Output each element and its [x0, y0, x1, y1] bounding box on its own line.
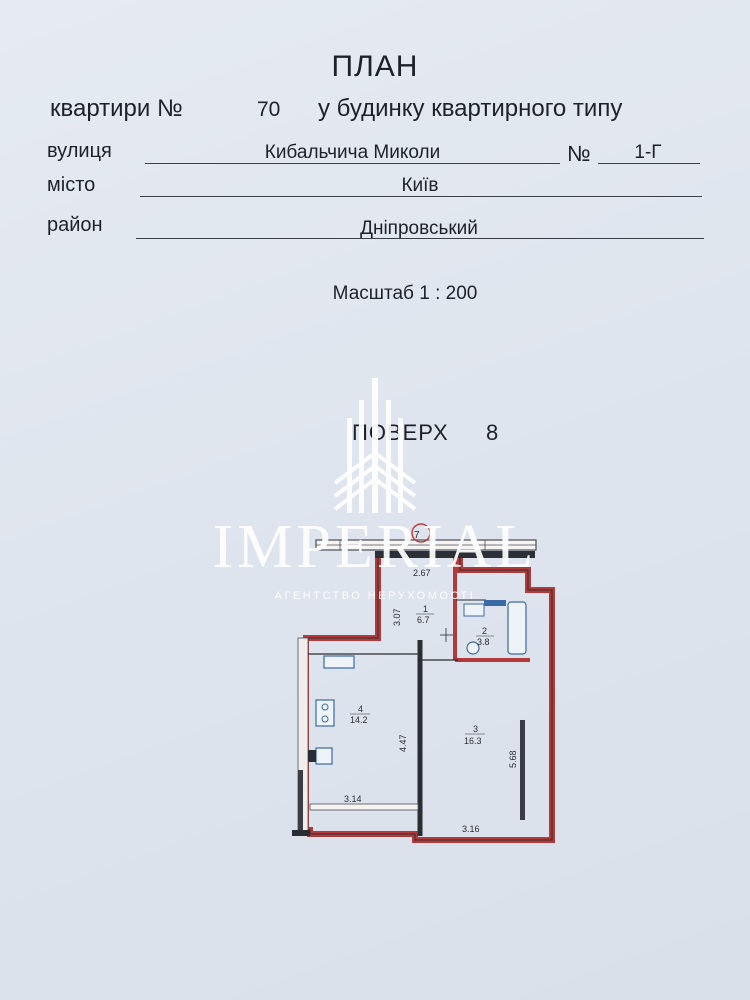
document-title: ПЛАН [331, 50, 419, 83]
street-label: вулиця [47, 140, 112, 162]
city-value: Київ [401, 175, 439, 196]
street-value: Кибальчича Миколи [264, 142, 441, 163]
marker-number: 7 [414, 530, 420, 541]
sink-icon [315, 747, 333, 765]
dim-kitchen-height: 4.47 [398, 734, 408, 752]
dim-hall-height: 3.07 [392, 608, 402, 626]
room-1-number: 1 [423, 604, 428, 614]
room-2-number: 2 [482, 626, 487, 636]
number-underline [598, 163, 700, 164]
watermark-logo-icon [333, 378, 417, 513]
district-label: район [47, 214, 103, 236]
building-type: у будинку квартирного типу [318, 95, 623, 122]
watermark-tagline: АГЕНТСТВО НЕРУХОМОСТІ [274, 590, 476, 602]
floor-number: 8 [486, 420, 500, 445]
room-3-number: 3 [473, 724, 478, 734]
dim-room-height: 5.68 [508, 750, 518, 768]
scale-text: Масштаб 1 : 200 [332, 283, 478, 304]
stove-icon [315, 699, 335, 727]
city-label: місто [47, 174, 96, 196]
floor-plan: 7 2.67 3.07 4.47 5.68 3.14 3.16 1 6.7 2 … [292, 523, 555, 843]
number-label: № [567, 141, 591, 166]
watermark-name: IMPERIAL [212, 513, 538, 581]
dim-room-width: 3.16 [462, 824, 480, 834]
street-underline [145, 163, 560, 164]
marker-circle [411, 523, 431, 543]
dim-kitchen-width: 3.14 [344, 794, 362, 804]
room-4-area: 14.2 [350, 715, 368, 725]
city-underline [140, 196, 702, 197]
number-value: 1-Г [634, 142, 662, 163]
washbasin [466, 641, 480, 655]
room-1-area: 6.7 [417, 615, 430, 625]
apartment-number: 70 [257, 98, 281, 121]
apartment-label: квартири № [50, 95, 183, 122]
room-3-area: 16.3 [464, 736, 482, 746]
room-2-area: 3.8 [477, 637, 490, 647]
dim-balcony: 2.67 [413, 568, 431, 578]
bathtub [507, 601, 527, 655]
district-underline [136, 238, 704, 239]
district-value: Дніпровський [360, 218, 478, 239]
room-4-number: 4 [358, 704, 363, 714]
